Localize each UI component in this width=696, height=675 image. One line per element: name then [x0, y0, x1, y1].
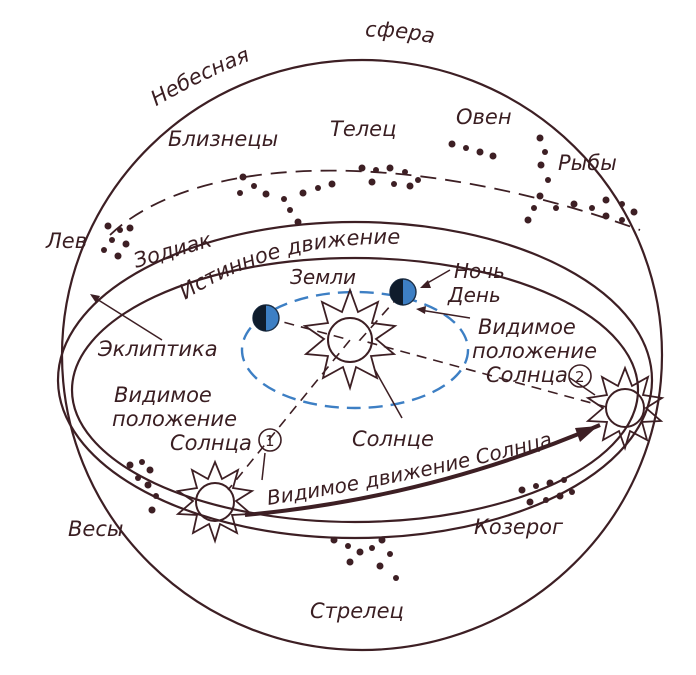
label-apparent-pos-2-line3: Солнца	[486, 363, 568, 387]
label-leo: Лев	[45, 229, 87, 253]
label-apparent-pos-2-num: 2	[575, 368, 585, 386]
earth-orbit	[240, 290, 470, 410]
zodiac-band	[109, 169, 641, 236]
label-zodiac: Зодиак	[131, 228, 215, 273]
pointer-arrows	[90, 269, 596, 481]
constellation-stars-taurus	[358, 164, 421, 190]
constellation-stars-gemini	[237, 173, 336, 226]
label-libra: Весы	[68, 517, 123, 541]
constellation-stars-libra	[126, 459, 159, 514]
label-earth: Земли	[290, 265, 356, 289]
label-sagittarius: Стрелец	[310, 599, 404, 623]
sun-center	[302, 287, 398, 392]
constellation-stars-sagittarius	[330, 536, 399, 581]
label-apparent-pos-1-line2: положение	[112, 407, 237, 431]
label-apparent-pos-1-line1: Видимое	[114, 383, 212, 407]
label-day: День	[447, 283, 501, 307]
label-pisces: Рыбы	[558, 151, 617, 175]
label-ecliptic: Эклиптика	[97, 337, 218, 361]
ecliptic-inner	[70, 256, 640, 524]
label-apparent-pos-1-line3: Солнца	[170, 431, 252, 455]
ecliptic-outer	[56, 220, 654, 540]
label-apparent-pos-1-num: 1	[265, 432, 275, 450]
circle-marker-2	[568, 364, 592, 388]
apparent-motion-band	[244, 423, 601, 517]
label-sphere-left: Небесная	[147, 43, 253, 111]
label-apparent-pos-2-line1: Видимое	[478, 315, 576, 339]
label-sphere-right: сфера	[365, 17, 437, 48]
sightline-1	[227, 317, 352, 491]
circle-marker-1	[258, 428, 282, 452]
earth-globe-2	[389, 278, 417, 306]
constellation-stars-pisces	[524, 134, 638, 224]
constellation-stars-capricorn	[518, 477, 575, 506]
label-capricorn: Козерог	[474, 515, 564, 539]
sun-position-2	[585, 365, 665, 451]
label-sun: Солнце	[352, 427, 434, 451]
apparent-motion-arrow	[575, 426, 598, 442]
sightline-2	[358, 294, 611, 409]
sun-position-1	[175, 459, 255, 544]
label-gemini: Близнецы	[168, 127, 278, 151]
label-apparent-pos-2-line2: положение	[472, 339, 597, 363]
label-aries: Овен	[456, 105, 512, 129]
constellation-stars-leo	[101, 222, 134, 260]
label-taurus: Телец	[330, 117, 396, 141]
earth-globe-1	[252, 304, 280, 332]
label-night: Ночь	[454, 259, 505, 283]
constellation-stars-aries	[448, 140, 497, 160]
